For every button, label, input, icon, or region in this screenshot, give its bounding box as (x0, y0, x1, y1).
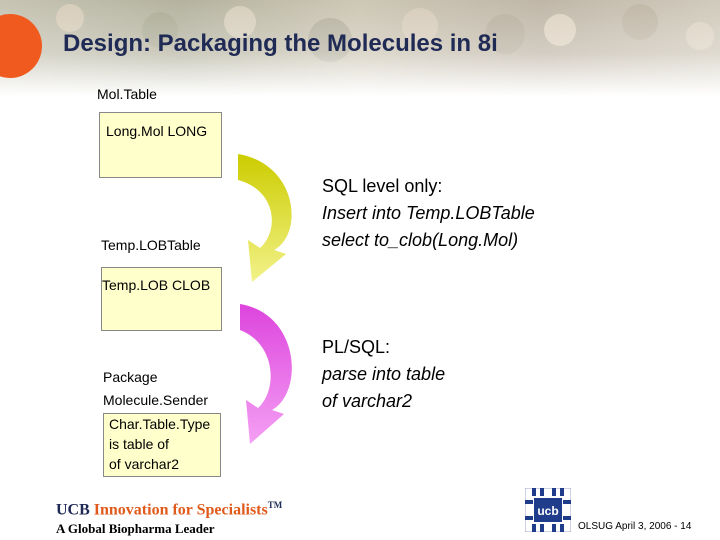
chartable-line-3: of varchar2 (109, 456, 180, 472)
moltable-label: Mol.Table (97, 86, 157, 102)
plsql-heading: PL/SQL: (322, 337, 391, 357)
plsql-line-2: of varchar2 (322, 391, 413, 411)
package-label: Package (103, 369, 158, 385)
sql-heading: SQL level only: (322, 176, 443, 196)
plsql-notes: PL/SQL: parse into table of varchar2 (322, 334, 445, 415)
temp-lob-label: Temp.LOB CLOB (102, 277, 211, 293)
chartable-line-1: Char.Table.Type (109, 416, 211, 432)
slide-reference: OLSUG April 3, 2006 - 14 (578, 521, 692, 532)
chartable-box: Char.Table.Type is table of of varchar2 (103, 413, 221, 477)
brand-prefix: UCB (56, 501, 90, 519)
temp-table-label: Temp.LOBTable (101, 237, 201, 253)
moltable-box: Long.Mol LONG (99, 112, 222, 178)
chartable-line-2: is table of (109, 436, 169, 452)
brand-accent: Innovation for Specialists (93, 501, 268, 519)
sender-label: Molecule.Sender (103, 392, 209, 408)
slide-title: Design: Packaging the Molecules in 8i (63, 30, 498, 57)
temp-table-box: Temp.LOB CLOB (101, 267, 222, 331)
sql-notes: SQL level only: Insert into Temp.LOBTabl… (322, 173, 535, 254)
curved-arrow-yellow (238, 154, 292, 282)
brand-trademark: TM (267, 500, 283, 510)
header-fade-overlay (0, 0, 720, 96)
sql-line-2: select to_clob(Long.Mol) (322, 230, 519, 250)
curved-arrow-magenta (240, 304, 292, 444)
header-banner: Design: Packaging the Molecules in 8i (0, 0, 720, 96)
plsql-line-1: parse into table (322, 364, 446, 384)
sql-line-1: Insert into Temp.LOBTable (322, 203, 535, 223)
longmol-label: Long.Mol LONG (106, 123, 208, 139)
footer-tagline: A Global Biopharma Leader (56, 521, 215, 536)
footer-brand: UCB Innovation for SpecialistsTM (56, 500, 282, 519)
ucb-logo-icon: ucb (525, 488, 571, 532)
svg-text:ucb: ucb (537, 504, 558, 518)
